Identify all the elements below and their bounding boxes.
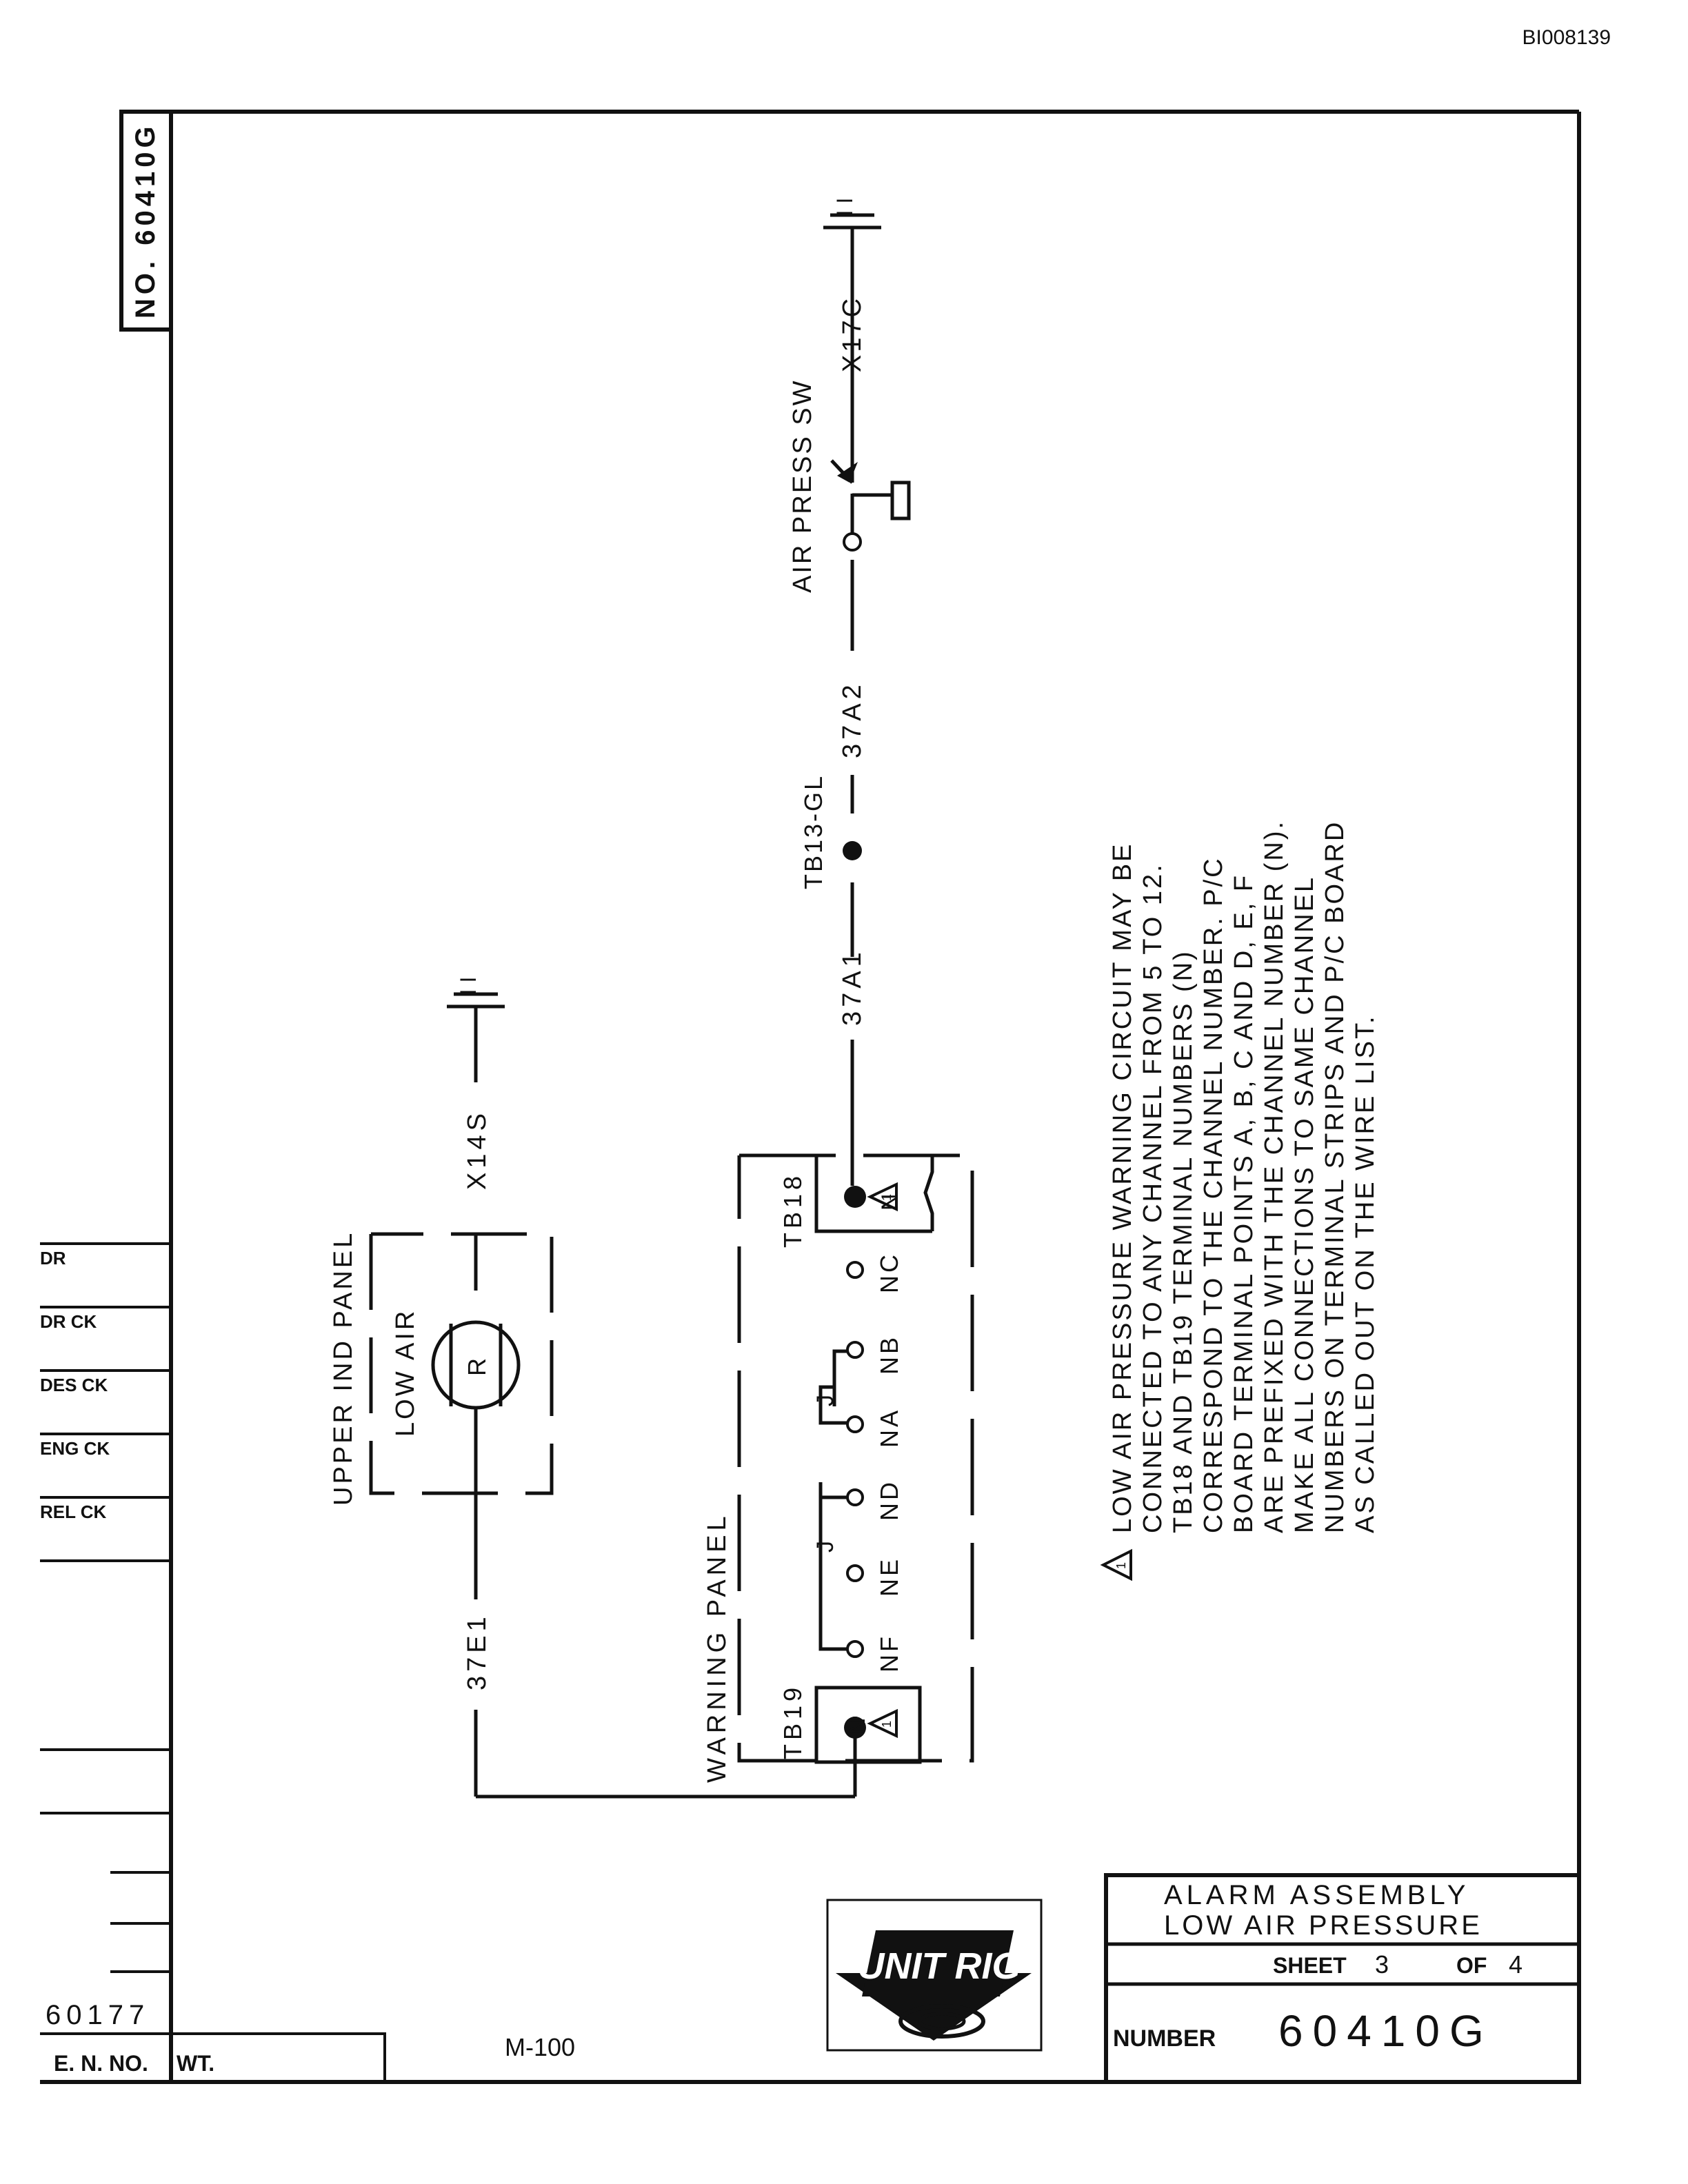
title-block <box>1104 1873 1581 2084</box>
wire-label-x17c: X17C <box>838 296 867 372</box>
triangle-marker-number-tb19: 1 <box>880 1721 894 1728</box>
revision-block <box>40 1242 386 2082</box>
weight-label: WT. <box>177 2051 214 2076</box>
note-line: TB18 AND TB19 TERMINAL NUMBERS (N) <box>1169 949 1198 1533</box>
ground-symbol-left: I I <box>456 977 481 995</box>
rev-label-rel-ck: REL CK <box>40 1502 107 1522</box>
ground-symbol-right: I I <box>832 198 857 216</box>
drawing-number-tab: NO. 60410G <box>130 122 161 318</box>
rev-label-des-ck: DES CK <box>40 1375 108 1395</box>
terminal-ne: NE <box>875 1557 903 1597</box>
model-number: M-100 <box>505 2033 575 2061</box>
label-low-air: LOW AIR <box>391 1308 420 1437</box>
schematic-wiring <box>369 213 974 1799</box>
jumper-label-lower: J <box>812 1541 838 1553</box>
rev-label-dr-ck: DR CK <box>40 1311 97 1332</box>
terminal-n-tb19: N <box>844 1717 870 1735</box>
label-warning-panel: WARNING PANEL <box>703 1512 732 1783</box>
terminal-nf: NF <box>875 1634 903 1672</box>
terminal-nd: ND <box>875 1479 903 1521</box>
terminal-na: NA <box>875 1408 903 1448</box>
note-line: CONNECTED TO ANY CHANNEL FROM 5 TO 12. <box>1138 862 1167 1533</box>
note-line: ARE PREFIXED WITH THE CHANNEL NUMBER (N)… <box>1260 820 1289 1533</box>
jumper-label-upper: J <box>812 1395 838 1406</box>
wire-label-37a2: 37A2 <box>838 680 867 758</box>
note-line: CORRESPOND TO THE CHANNEL NUMBER. P/C <box>1199 856 1228 1533</box>
sheet-value: 3 <box>1375 1950 1389 1979</box>
terminal-n-tb18: N <box>877 1193 903 1211</box>
of-label: OF <box>1456 1953 1487 1978</box>
title-line-2: LOW AIR PRESSURE <box>1164 1910 1483 1941</box>
rev-label-dr: DR <box>40 1248 66 1268</box>
low-air-lamp <box>431 1320 521 1410</box>
note-line: NUMBERS ON TERMINAL STRIPS AND P/C BOARD <box>1320 820 1349 1533</box>
rev-label-eng-ck: ENG CK <box>40 1438 110 1459</box>
drawing-frame <box>40 110 1581 2084</box>
title-line-1: ALARM ASSEMBLY <box>1164 1880 1469 1910</box>
note-line: MAKE ALL CONNECTIONS TO SAME CHANNEL <box>1290 876 1319 1533</box>
triangle-marker-number-note: 1 <box>1114 1562 1128 1569</box>
lamp-letter: R <box>463 1358 491 1376</box>
wire-label-x14s: X14S <box>463 1109 492 1190</box>
label-tb18: TB18 <box>778 1172 807 1248</box>
wire-label-37a1: 37A1 <box>838 948 867 1026</box>
terminal-nb: NB <box>875 1335 903 1375</box>
of-value: 4 <box>1509 1950 1523 1979</box>
triangle-marker-number-tb18: 1 <box>880 1194 894 1201</box>
drawing-number: 60410G <box>1278 2006 1494 2056</box>
e-n-number-value: 60177 <box>46 2000 150 2030</box>
label-tb13-gl: TB13-GL <box>799 774 827 889</box>
note-triangle-markers <box>867 1182 1132 1739</box>
note-line: BOARD TERMINAL POINTS A, B, C AND D, E, … <box>1229 873 1258 1533</box>
e-n-number-label: E. N. NO. <box>54 2051 148 2076</box>
label-upper-ind-panel: UPPER IND PANEL <box>329 1231 358 1506</box>
wire-label-37e1: 37E1 <box>463 1612 492 1690</box>
sheet-label: SHEET <box>1273 1953 1347 1978</box>
unit-rig-logo: UNIT RIG <box>826 1899 1043 2052</box>
note-block: LOW AIR PRESSURE WARNING CIRCUIT MAY BE … <box>1108 820 1380 1533</box>
document-id: BI008139 <box>1522 26 1611 49</box>
label-air-press-sw: AIR PRESS SW <box>788 379 817 594</box>
note-line: AS CALLED OUT ON THE WIRE LIST. <box>1351 1014 1380 1533</box>
number-label: NUMBER <box>1113 2025 1216 2052</box>
logo-text: UNIT RIG <box>858 1945 1021 1987</box>
terminal-nc: NC <box>875 1252 903 1293</box>
schematic-labels: I I X17C AIR PRESS SW 37A2 TB13-GL 37A1 … <box>329 198 1128 1783</box>
schematic-nodes <box>837 462 866 1739</box>
note-line: LOW AIR PRESSURE WARNING CIRCUIT MAY BE <box>1108 842 1137 1533</box>
label-tb19: TB19 <box>778 1684 807 1759</box>
